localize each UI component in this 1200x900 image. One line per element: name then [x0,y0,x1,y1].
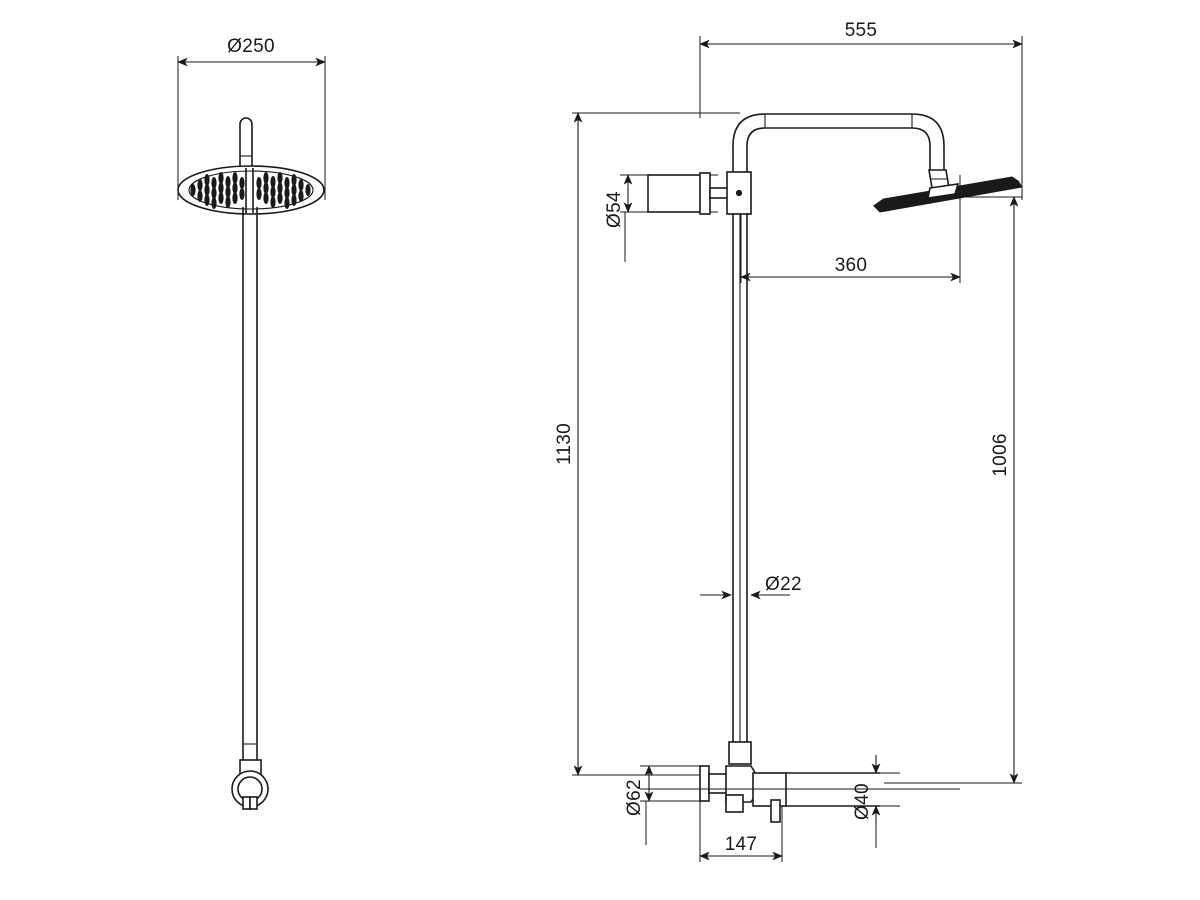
mixer-wall-flange [699,765,710,802]
rain-head-inner-ring [188,170,314,210]
hand-shower-holder [231,759,269,810]
rain-shower-head [177,117,325,215]
shower-arm-outer-contour [732,113,945,190]
dimension-1006: 1006 [884,196,1022,784]
dim-label-dia40: Ø40 [852,783,873,820]
dim-label-360: 360 [835,255,868,276]
upper-wall-bracket [647,171,752,215]
dim-label-dia54: Ø54 [604,191,625,228]
mixer-assembly [640,741,960,823]
dim-label-dia22: Ø22 [765,574,802,595]
dimension-dia40: Ø40 [786,755,900,848]
hand-shower-tip [873,198,885,207]
riser-base-socket [728,741,752,765]
dimension-1130: 1130 [554,112,740,776]
mixer-diverter-knob [725,794,744,813]
dimension-dia250: Ø250 [177,36,326,200]
shower-head-stem [239,117,253,179]
riser-tube [732,213,748,742]
hand-shower-head [872,176,1023,213]
shower-arm [732,113,950,190]
mixer-control-lever [770,799,781,823]
dim-label-dia250: Ø250 [227,36,275,57]
rain-head-nozzle-pattern [190,172,311,209]
dim-label-555: 555 [845,20,878,41]
dimension-555: 555 [699,20,1023,200]
dim-label-147: 147 [725,834,758,855]
bracket-cylinder [647,174,707,213]
bracket-arm [709,187,729,199]
left-view-group: Ø250 [177,36,326,810]
bracket-wall-plate [699,172,711,215]
holder-tab-right [249,796,258,810]
bracket-centre-dot [735,189,743,197]
hand-shower-mount-boss [926,183,960,199]
shower-arm-inner-contour [746,127,931,190]
dim-label-1006: 1006 [990,433,1011,476]
dimension-dia62: Ø62 [624,765,706,845]
right-view-group: 555 1130 1006 360 Ø54 [554,20,1023,862]
holder-tab-left [242,796,251,810]
left-view-riser-rail [242,207,258,760]
dim-label-dia62: Ø62 [624,779,645,816]
dim-label-1130: 1130 [554,423,575,465]
dimension-dia22: Ø22 [700,574,802,600]
